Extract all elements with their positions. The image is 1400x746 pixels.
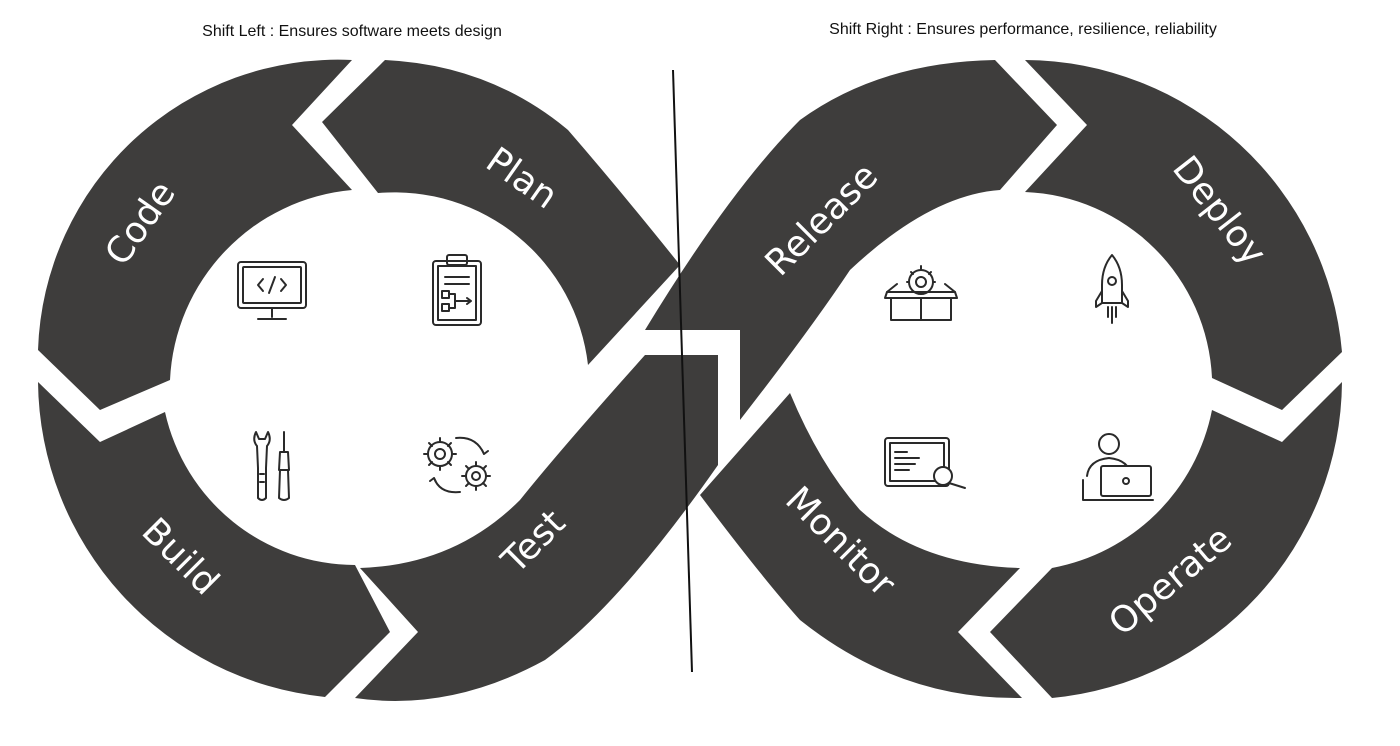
shift-divider-line (672, 69, 693, 673)
box-gear-icon (884, 265, 958, 321)
right-loop (645, 60, 1342, 699)
segment-code (38, 59, 352, 410)
rocket-icon (1095, 254, 1129, 324)
segment-build (38, 382, 390, 697)
segment-operate (990, 382, 1342, 698)
segment-test (355, 355, 718, 701)
segment-monitor (700, 393, 1022, 699)
shift-right-caption: Shift Right : Ensures performance, resil… (829, 21, 1217, 38)
clipboard-flow-icon (432, 254, 482, 326)
wrench-screwdriver-icon (253, 431, 290, 501)
segment-deploy (1025, 60, 1342, 410)
gears-cycle-icon (423, 436, 491, 494)
shift-left-caption: Shift Left : Ensures software meets desi… (202, 23, 502, 40)
left-loop (38, 59, 718, 701)
screen-magnifier-icon (884, 437, 966, 489)
segment-plan (322, 60, 680, 365)
segment-release (645, 60, 1057, 420)
person-laptop-icon (1082, 433, 1154, 501)
monitor-code-icon (237, 261, 307, 320)
